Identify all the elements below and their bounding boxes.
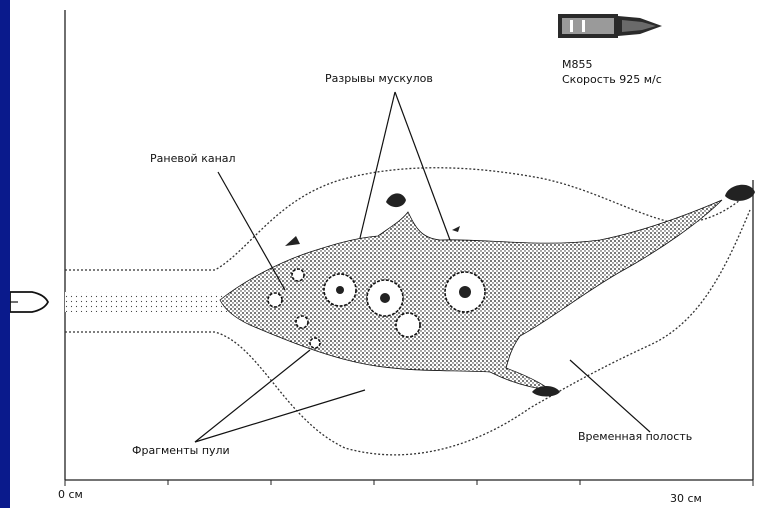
- bullet-icon: [558, 14, 662, 38]
- bullet-fragment-icon: [452, 226, 460, 232]
- bullet-fragments-label: Фрагменты пули: [132, 444, 230, 457]
- axis-start-label: 0 см: [58, 488, 83, 501]
- bullet-fragment-icon: [285, 236, 300, 246]
- bullet-fragment-icon: [386, 193, 406, 207]
- temporary-cavity-label: Временная полость: [578, 430, 692, 443]
- axis-end-label: 30 см: [670, 492, 702, 505]
- muscle-tears-label: Разрывы мускулов: [325, 72, 433, 85]
- wound-channel-label: Раневой канал: [150, 152, 236, 165]
- bullet-fragment-icon: [725, 185, 755, 201]
- bullet-speed-label: Скорость 925 м/с: [562, 73, 662, 86]
- diagram-panel: M855 Скорость 925 м/с Разрывы мускулов Р…: [10, 0, 767, 508]
- bullet-entry-icon: [10, 292, 48, 312]
- bullet-model-label: M855: [562, 58, 593, 71]
- wound-channel-entry: [65, 292, 235, 312]
- axis-ticks: [65, 480, 753, 486]
